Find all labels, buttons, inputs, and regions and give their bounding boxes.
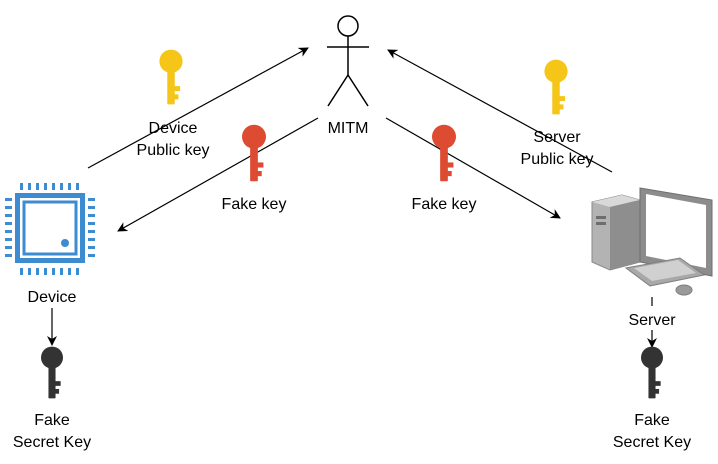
- desktop-computer-icon: [591, 187, 713, 296]
- server-public-key-label: Server Public key: [520, 129, 594, 168]
- fake-key-right-label: Fake key: [411, 196, 477, 213]
- arrow-mitm-to-device: [117, 117, 319, 232]
- device-public-key-label: Device Public key: [136, 120, 210, 159]
- server-label: Server: [628, 312, 676, 329]
- device-secret-key-label: Fake Secret Key: [12, 412, 92, 451]
- arrow-mitm-to-server: [385, 117, 561, 219]
- arrow-device-to-mitm: [87, 47, 309, 169]
- microchip-icon: [5, 183, 95, 275]
- fake-key-left-label: Fake key: [221, 196, 287, 213]
- mitm-label: MITM: [327, 120, 369, 137]
- device-secret-key-icon: [41, 346, 63, 399]
- stick-figure-icon: [327, 15, 369, 107]
- server-public-key-icon: [544, 59, 568, 115]
- device-label: Device: [27, 289, 77, 306]
- server-secret-key-icon: [641, 346, 663, 399]
- server-secret-key-label: Fake Secret Key: [612, 412, 692, 451]
- device-public-key-icon: [159, 49, 183, 105]
- fake-key-right-icon: [432, 124, 456, 182]
- arrow-server-to-mitm: [387, 49, 613, 173]
- fake-key-left-icon: [242, 124, 266, 182]
